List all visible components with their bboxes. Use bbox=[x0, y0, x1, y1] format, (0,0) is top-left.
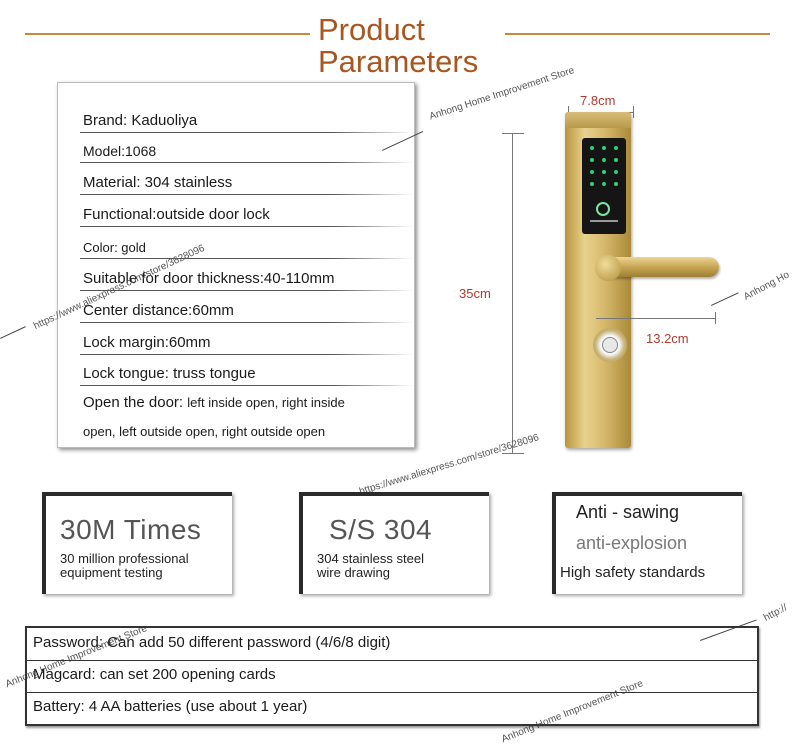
feature-desc-line1: 304 stainless steel bbox=[317, 551, 424, 566]
spec-row: Center distance:60mm bbox=[58, 291, 414, 323]
spec-row: Lock tongue: truss tongue bbox=[58, 355, 414, 386]
function-table: Password: Can add 50 different password … bbox=[25, 626, 759, 726]
height-dimension-line bbox=[512, 133, 513, 453]
spec-row: Open the door: left inside open, right i… bbox=[58, 386, 414, 415]
spec-functional: Functional:outside door lock bbox=[83, 206, 270, 223]
watermark-line bbox=[711, 292, 739, 306]
header-rule-left bbox=[25, 33, 310, 35]
spec-panel: Brand: Kaduoliya Model:1068 Material: 30… bbox=[57, 82, 415, 448]
spec-row: Color: gold bbox=[58, 227, 414, 259]
feature-title: S/S 304 bbox=[329, 514, 433, 545]
table-row: Battery: 4 AA batteries (use about 1 yea… bbox=[27, 692, 757, 724]
title-line-1: Product bbox=[318, 12, 425, 47]
card-reader-icon bbox=[596, 202, 610, 216]
door-lock-image bbox=[565, 112, 719, 452]
spec-model: Model:1068 bbox=[83, 143, 157, 159]
spec-material: Material: 304 stainless bbox=[83, 174, 233, 191]
height-dimension-tick-top bbox=[502, 133, 524, 134]
spec-center-distance: Center distance:60mm bbox=[83, 302, 234, 319]
feature-card-material: S/S 304 304 stainless steel wire drawing bbox=[299, 492, 489, 594]
lever-handle bbox=[597, 257, 719, 277]
spec-lock-margin: Lock margin:60mm bbox=[83, 334, 211, 351]
watermark-url: http:// bbox=[762, 602, 790, 624]
handle-rose bbox=[595, 255, 621, 281]
watermark-line bbox=[0, 326, 26, 339]
header-rule-right bbox=[505, 33, 770, 35]
spec-lock-tongue: Lock tongue: truss tongue bbox=[83, 365, 256, 382]
battery-info: Battery: 4 AA batteries (use about 1 yea… bbox=[33, 698, 308, 715]
height-dimension-tick-bottom bbox=[502, 453, 524, 454]
spec-open-door-cont: open, left outside open, right outside o… bbox=[83, 424, 326, 439]
spec-row: Lock margin:60mm bbox=[58, 323, 414, 355]
width-dimension-tick-right bbox=[633, 106, 634, 118]
magcard-info: Magcard: can set 200 opening cards bbox=[33, 666, 276, 683]
feature-title: 30M Times bbox=[60, 514, 202, 545]
table-row: Magcard: can set 200 opening cards bbox=[27, 660, 757, 693]
spec-color: Color: gold bbox=[83, 240, 146, 255]
feature-desc-line2: equipment testing bbox=[60, 565, 163, 580]
feature-card-safety: Anti - sawing anti-explosion High safety… bbox=[552, 492, 742, 594]
spec-row: Suitable for door thickness:40-110mm bbox=[58, 259, 414, 291]
spec-door-thickness: Suitable for door thickness:40-110mm bbox=[83, 270, 335, 287]
feature-card-durability: 30M Times 30 million professional equipm… bbox=[42, 492, 232, 594]
feature-line-anti-sawing: Anti - sawing bbox=[576, 502, 680, 522]
handle-dimension-line bbox=[596, 318, 716, 319]
feature-desc-line1: 30 million professional bbox=[60, 551, 189, 566]
spec-row: Model:1068 bbox=[58, 133, 414, 163]
title-line-2: Parameters bbox=[318, 44, 479, 79]
spec-open-door: Open the door: left inside open, right i… bbox=[83, 394, 345, 411]
handle-dimension-label: 13.2cm bbox=[646, 331, 689, 346]
feature-line-anti-explosion: anti-explosion bbox=[576, 533, 688, 553]
spec-brand: Brand: Kaduoliya bbox=[83, 112, 198, 129]
watermark-store: Anhong Ho bbox=[742, 269, 792, 303]
spec-row: open, left outside open, right outside o… bbox=[58, 415, 414, 443]
feature-desc-line2: wire drawing bbox=[317, 565, 390, 580]
password-info: Password: Can add 50 different password … bbox=[33, 634, 391, 651]
width-dimension-label: 7.8cm bbox=[580, 93, 616, 108]
spec-row: Material: 304 stainless bbox=[58, 163, 414, 195]
lock-top-cap bbox=[565, 112, 631, 128]
keypad-icon bbox=[582, 138, 626, 234]
table-row: Password: Can add 50 different password … bbox=[27, 628, 757, 661]
handle-dimension-tick bbox=[715, 312, 716, 324]
height-dimension-label: 35cm bbox=[459, 286, 491, 301]
page-title: Product Parameters bbox=[318, 14, 502, 78]
spec-row: Brand: Kaduoliya bbox=[58, 101, 414, 133]
feature-line-safety: High safety standards bbox=[560, 564, 706, 581]
spec-row: Functional:outside door lock bbox=[58, 195, 414, 227]
